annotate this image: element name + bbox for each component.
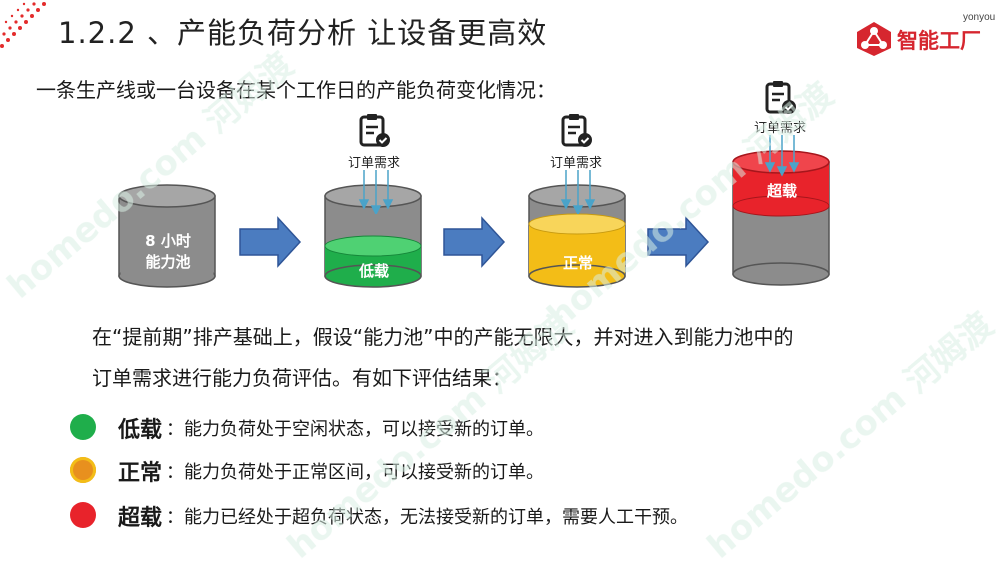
red-status-dot-icon <box>70 502 96 528</box>
low-load-label: 低载 <box>358 262 389 280</box>
description-line-1: 在“提前期”排产基础上，假设“能力池”中的产能无限大，并对进入到能力池中的 <box>92 325 794 349</box>
order-demand-label: 订单需求 <box>753 121 806 136</box>
legend-term: 超载 <box>118 506 163 531</box>
pool-label-line1: 8 小时 <box>145 232 191 250</box>
overload-cylinder <box>732 150 830 286</box>
legend-term: 正常 <box>118 461 163 486</box>
legend-text: ：能力负荷处于正常区间，可以接受新的订单。 <box>166 462 544 483</box>
flow-arrow-2 <box>443 216 506 268</box>
legend-term: 低载 <box>118 418 163 443</box>
intro-text: 一条生产线或一台设备在某个工作日的产能负荷变化情况： <box>36 78 556 102</box>
logo-mark-icon <box>857 22 891 56</box>
order-clipboard-icon <box>765 81 796 114</box>
page-title: 1.2.2 、产能负荷分析 让设备更高效 <box>58 16 548 50</box>
orange-status-dot-icon <box>70 457 96 483</box>
order-demand-label: 订单需求 <box>347 156 400 171</box>
description-line-2: 订单需求进行能力负荷评估。有如下评估结果： <box>92 366 512 390</box>
order-inflow-arrows <box>764 135 800 177</box>
legend-text: ：能力已经处于超负荷状态，无法接受新的订单，需要人工干预。 <box>166 507 688 528</box>
corner-dots-decoration <box>0 2 46 48</box>
flow-arrow-1 <box>239 216 302 268</box>
capacity-pool-cylinder <box>118 184 216 288</box>
logo-text: 智能工厂 <box>897 29 981 53</box>
overload-label: 超载 <box>766 182 797 200</box>
pool-label-line2: 能力池 <box>145 253 191 271</box>
order-clipboard-icon <box>359 114 390 147</box>
low-load-cylinder <box>324 184 422 288</box>
order-clipboard-icon <box>561 114 592 147</box>
brand-logo: yonyou 智能工厂 <box>853 12 998 60</box>
capacity-diagram: 8 小时 能力池 低载 订单需求 <box>0 80 1000 300</box>
green-status-dot-icon <box>70 414 96 440</box>
normal-load-label: 正常 <box>562 254 593 272</box>
order-inflow-arrows <box>358 170 394 214</box>
logo-en-text: yonyou <box>963 12 996 23</box>
order-demand-label: 订单需求 <box>549 156 602 171</box>
legend-text: ：能力负荷处于空闲状态，可以接受新的订单。 <box>166 419 544 440</box>
flow-arrow-3 <box>647 216 710 268</box>
order-inflow-arrows <box>560 170 596 214</box>
